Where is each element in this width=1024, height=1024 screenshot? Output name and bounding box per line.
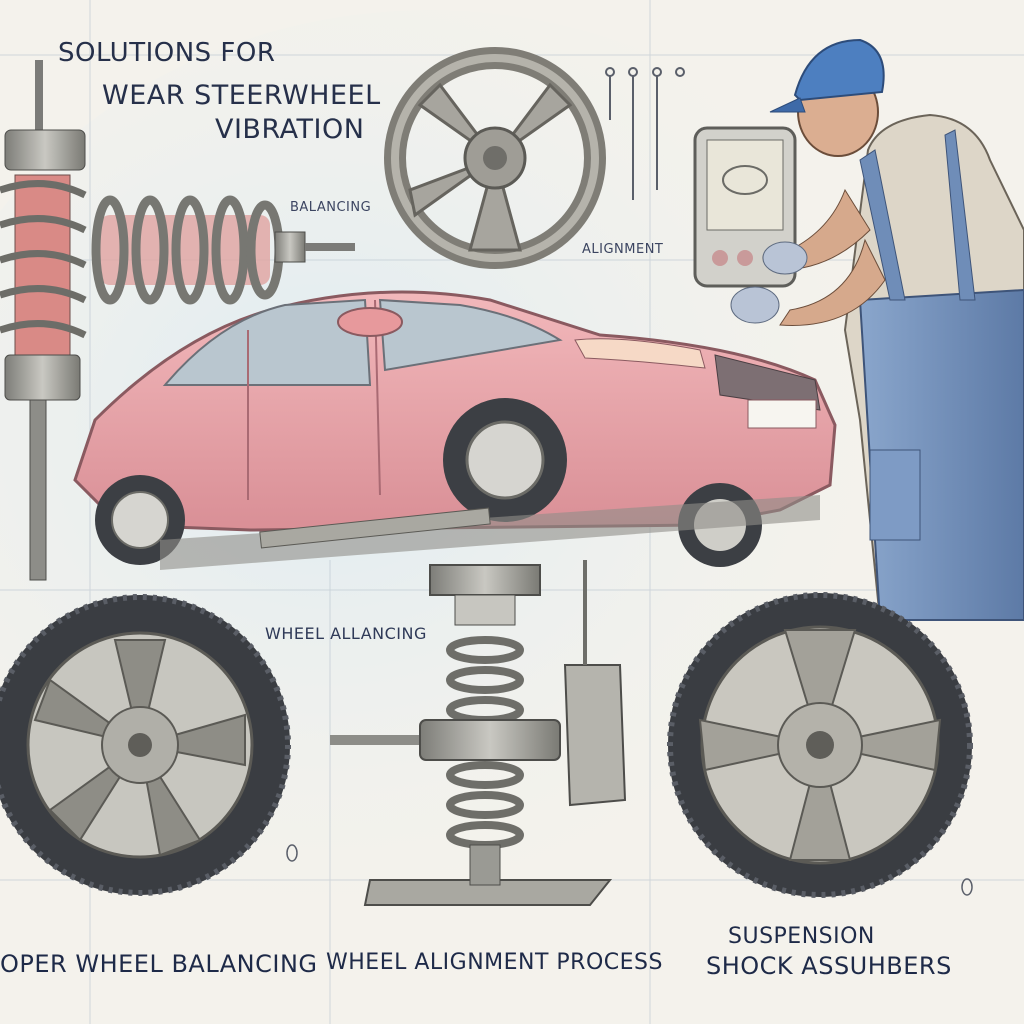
car <box>73 290 837 570</box>
caption-alignment-process: WHEEL ALIGNMENT PROCESS <box>326 950 663 975</box>
steering-wheel <box>384 47 606 269</box>
diagnostic-tablet <box>693 126 797 288</box>
shock-absorber-left <box>0 60 87 581</box>
caption-suspension: SUSPENSION <box>728 924 875 949</box>
small-markers <box>286 844 973 896</box>
label-alignment: ALIGNMENT <box>582 242 664 257</box>
title-line-1: SOLUTIONS FOR <box>58 38 276 68</box>
title-line-3: VIBRATION <box>215 114 365 145</box>
caption-shock-absorbers: SHOCK ASSUHBERS <box>706 952 952 980</box>
caption-wheel-balancing: OPER WHEEL BALANCING <box>0 950 318 978</box>
title-line-2: WEAR STEERWHEEL <box>102 80 381 111</box>
label-balancing: BALANCING <box>290 200 372 215</box>
label-wheel-allancing: WHEEL ALLANCING <box>265 624 427 643</box>
wheel-left <box>0 594 291 896</box>
mechanic <box>730 38 1024 621</box>
lift-spring-column <box>330 560 627 906</box>
hanging-tools <box>605 67 685 200</box>
coil-spring-horizontal <box>91 195 355 305</box>
wheel-right <box>667 592 973 898</box>
